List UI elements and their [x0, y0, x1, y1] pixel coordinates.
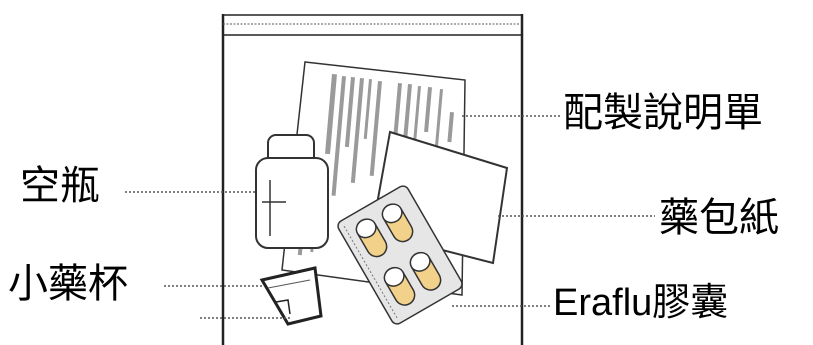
- label-medicine-cup: 小藥杯: [8, 264, 128, 304]
- label-wrapping-paper: 藥包紙: [659, 198, 779, 238]
- label-instructions: 配製說明單: [563, 93, 763, 133]
- label-capsules: Eraflu膠囊: [553, 284, 728, 322]
- medicine-cup: [262, 268, 321, 324]
- label-empty-bottle: 空瓶: [20, 166, 100, 206]
